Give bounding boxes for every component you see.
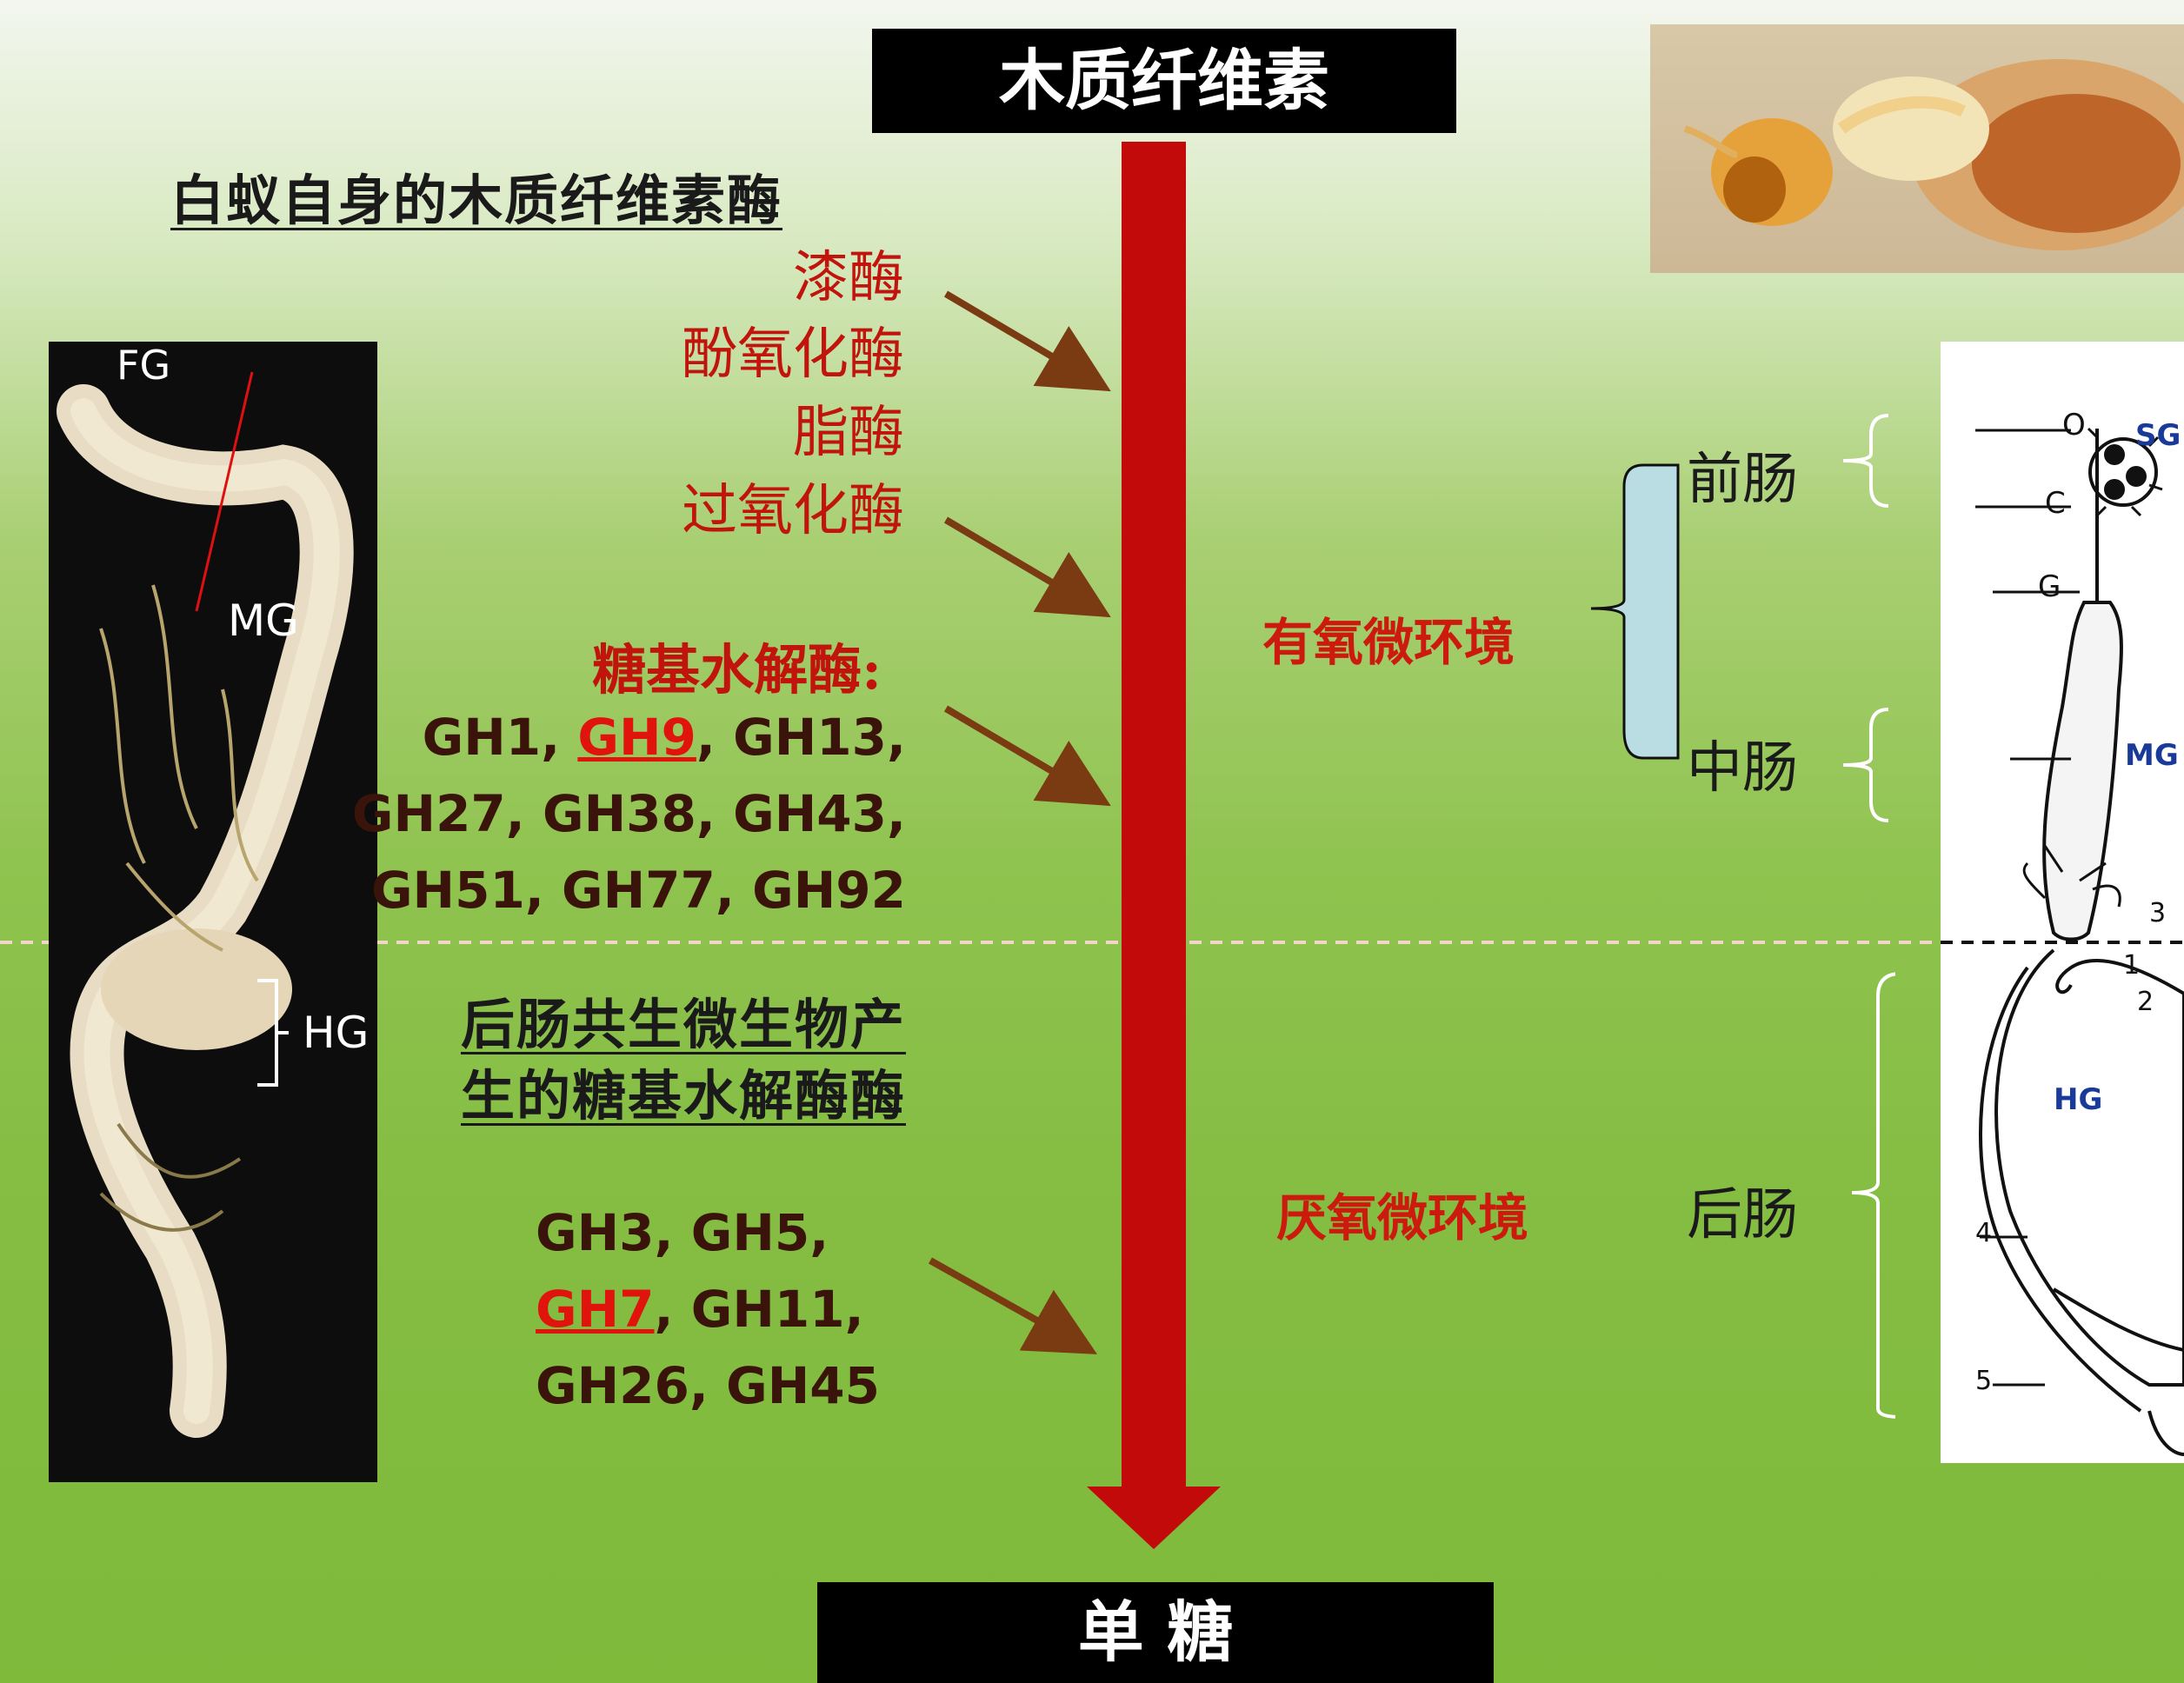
gut-photo-drawing — [57, 371, 354, 1438]
label-fg: FG — [117, 342, 171, 389]
foregut-label: 前肠 — [1687, 448, 1798, 512]
gut-schematic-drawing — [1941, 427, 2184, 1456]
main-arrow-head — [1087, 1487, 1221, 1549]
gh2-list-line-1: GH3, GH5, — [536, 1203, 829, 1262]
bottom-title: 单 糖 — [1077, 1593, 1234, 1671]
enzyme-arrow-3 — [943, 705, 1111, 807]
schematic-label-mg: MG — [2125, 738, 2179, 773]
hindgut-symbiont-heading-1: 后肠共生微生物产 — [461, 993, 907, 1056]
schematic-label-sg: SG — [2135, 418, 2181, 453]
gh-list-line-3: GH51, GH77, GH92 — [370, 861, 906, 920]
gh-list-line-2: GH27, GH38, GH43, — [351, 784, 906, 843]
termite-photo — [1650, 24, 2184, 273]
label-hg: HG — [303, 1008, 370, 1058]
schematic-label-hg: HG — [2054, 1082, 2103, 1117]
schematic-label-o: O — [2062, 408, 2086, 442]
gut-schematic: O SG C G MG HG 1 2 3 4 5 — [1941, 342, 2184, 1463]
gh2-list-line-2: GH7, GH11, — [536, 1280, 864, 1339]
enzyme-lipase: 脂酶 — [793, 401, 904, 465]
anaerobic-environment-label: 厌氧微环境 — [1276, 1188, 1529, 1247]
bottom-title-box: 单 糖 — [817, 1582, 1494, 1683]
gh-line1-b: , GH13, — [696, 708, 906, 767]
enzyme-laccase: 漆酶 — [793, 246, 904, 310]
gh2-list-line-3: GH26, GH45 — [536, 1356, 880, 1415]
label-mg: MG — [228, 595, 299, 646]
enzyme-arrow-4 — [929, 1257, 1097, 1354]
enzyme-peroxidase: 过氧化酶 — [682, 479, 904, 543]
termite-enzyme-heading: 白蚁自身的木质纤维素酶 — [170, 169, 783, 232]
region-brackets — [1590, 414, 1895, 1419]
gut-photo: FG MG HG — [49, 342, 377, 1482]
midgut-label: 中肠 — [1687, 736, 1798, 801]
schematic-label-g: G — [2038, 569, 2061, 604]
gh-line1-a: GH1, — [422, 708, 578, 767]
schematic-label-c: C — [2045, 486, 2066, 521]
enzyme-arrow-2 — [943, 516, 1111, 618]
enzyme-phenol-oxidase: 酚氧化酶 — [682, 323, 904, 387]
gh7-highlight: GH7 — [536, 1280, 655, 1339]
gh-list-line-1: GH1, GH9, GH13, — [423, 708, 906, 767]
enzyme-arrow-1 — [943, 290, 1111, 392]
schematic-label-5: 5 — [1975, 1366, 1993, 1396]
hindgut-symbiont-heading-2: 生的糖基水解酶酶 — [461, 1064, 907, 1128]
schematic-label-4: 4 — [1975, 1218, 1993, 1248]
gh-heading: 糖基水解酶: — [592, 638, 882, 702]
gh2-line2-b: , GH11, — [654, 1280, 864, 1339]
gh9-highlight: GH9 — [577, 708, 696, 767]
top-title: 木质纤维素 — [999, 42, 1329, 119]
hindgut-label: 后肠 — [1687, 1183, 1798, 1247]
termite-photo-drawing — [1683, 59, 2184, 250]
main-arrow-shaft — [1122, 142, 1186, 1491]
schematic-label-1: 1 — [2123, 950, 2141, 981]
top-title-box: 木质纤维素 — [872, 29, 1456, 133]
aerobic-environment-label: 有氧微环境 — [1262, 613, 1515, 672]
schematic-label-3: 3 — [2149, 898, 2167, 928]
schematic-label-2: 2 — [2137, 987, 2154, 1017]
